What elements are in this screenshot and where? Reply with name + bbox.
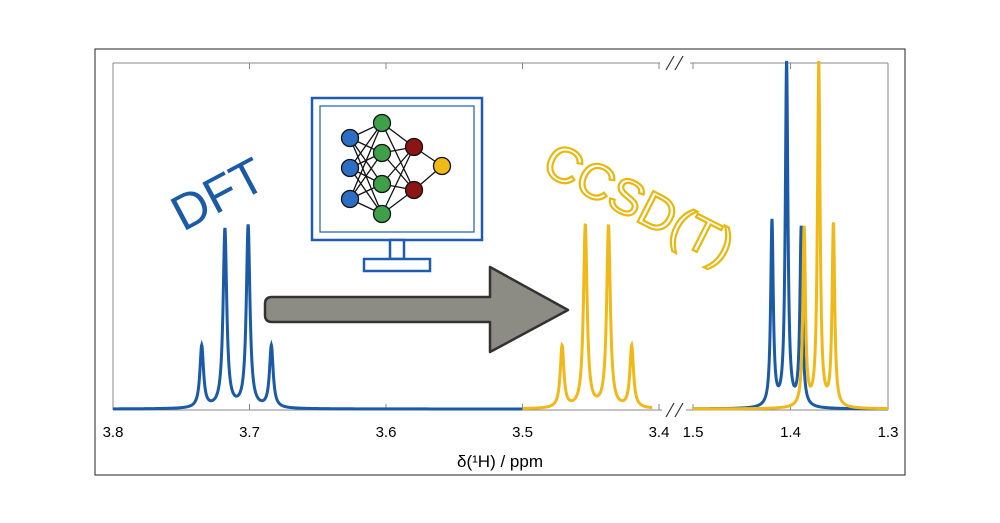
nn-node xyxy=(372,204,392,224)
nn-node xyxy=(340,189,360,209)
nn-node xyxy=(340,158,360,178)
nn-node xyxy=(404,180,424,200)
series-ccsd-left xyxy=(522,223,653,410)
x-tick-label: 3.6 xyxy=(376,424,397,441)
x-tick-label: 1.3 xyxy=(878,424,899,441)
ccsd-label: CCSD(T) xyxy=(535,132,744,275)
right-arrow-icon xyxy=(263,265,570,354)
axis-break-icon xyxy=(662,55,686,418)
nn-edge xyxy=(349,152,383,200)
nn-edge xyxy=(349,122,383,200)
outer-frame xyxy=(94,48,906,476)
nn-edge xyxy=(381,146,415,215)
x-tick-label: 1.5 xyxy=(683,424,704,441)
nn-edge xyxy=(381,122,415,191)
nn-edge xyxy=(349,122,383,169)
nn-node xyxy=(404,137,424,157)
nn-node xyxy=(372,113,392,133)
x-tick-label: 3.8 xyxy=(103,424,124,441)
series-dft-left xyxy=(112,224,523,411)
spectra xyxy=(112,60,888,411)
x-tick-labels: 3.8 3.7 3.6 3.5 3.4 1.5 1.4 1.3 xyxy=(103,424,899,441)
series-ccsd-right xyxy=(693,60,888,411)
x-tick-label: 3.4 xyxy=(649,424,670,441)
nn-node xyxy=(432,156,452,176)
nn-node xyxy=(340,128,360,148)
x-axis-label: δ(¹H) / ppm xyxy=(457,452,543,471)
dft-label: DFT xyxy=(162,147,274,242)
x-tick-label: 3.5 xyxy=(512,424,533,441)
nn-node xyxy=(372,143,392,163)
x-tick-label: 3.7 xyxy=(239,424,260,441)
neural-network-monitor-icon xyxy=(310,96,484,273)
nn-node xyxy=(372,174,392,194)
x-tick-label: 1.4 xyxy=(780,424,801,441)
